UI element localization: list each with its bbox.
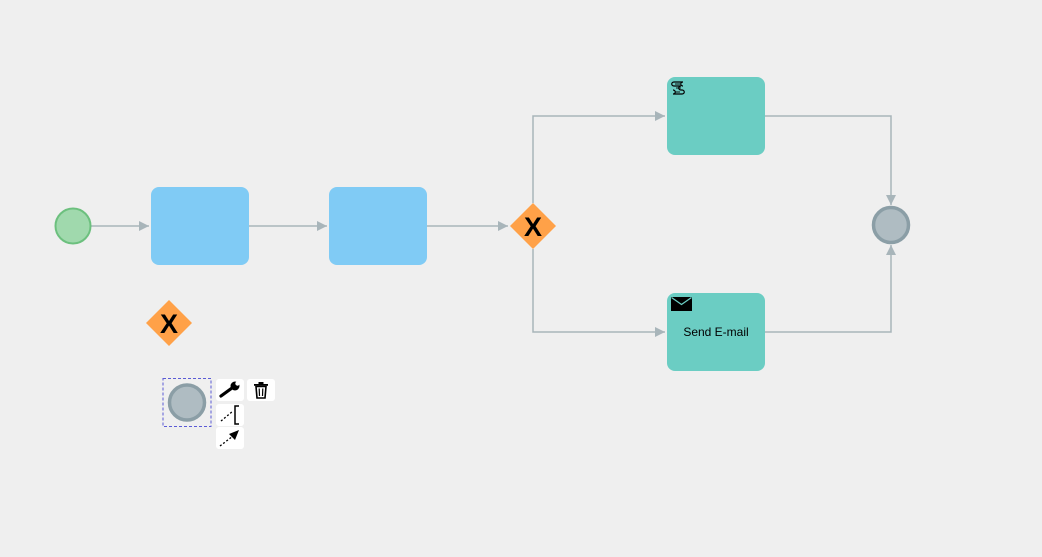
flow-script-task-to-end[interactable] — [765, 115, 896, 205]
selection-outline — [162, 378, 212, 427]
gateway-floating-marker: X — [160, 309, 178, 339]
text-annotation-button[interactable] — [216, 404, 244, 426]
connect-button[interactable] — [216, 427, 244, 449]
annotation-icon — [220, 405, 239, 425]
sequence-flows — [91, 111, 896, 337]
task-2[interactable] — [329, 187, 427, 265]
send-task[interactable]: Send E-mail — [667, 293, 765, 371]
end-event[interactable] — [871, 205, 911, 245]
send-task-label: Send E-mail — [683, 325, 748, 339]
gateway-main-marker: X — [524, 212, 542, 242]
change-type-button[interactable] — [216, 379, 244, 401]
exclusive-gateway-main[interactable]: X — [510, 203, 556, 249]
script-task[interactable] — [667, 77, 765, 155]
flow-gateway-to-send-task[interactable] — [532, 249, 665, 337]
envelope-icon — [671, 296, 692, 311]
wrench-icon — [219, 381, 240, 398]
trash-icon — [254, 382, 268, 399]
connect-arrow-icon — [219, 430, 239, 447]
task-1[interactable] — [151, 187, 249, 265]
delete-button[interactable] — [247, 379, 275, 401]
start-event[interactable] — [54, 207, 92, 245]
end-event-selected[interactable] — [162, 378, 212, 427]
flow-send-task-to-end[interactable] — [765, 245, 896, 333]
flow-gateway-to-script-task[interactable] — [532, 111, 665, 203]
script-icon — [671, 81, 685, 95]
exclusive-gateway-floating[interactable]: X — [146, 300, 192, 346]
